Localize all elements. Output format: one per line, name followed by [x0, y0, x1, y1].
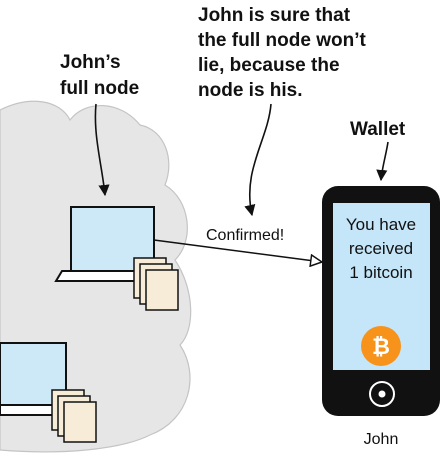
note-line3: lie, because the: [198, 55, 340, 76]
note-pointer-arrow: [244, 103, 272, 217]
bitcoin-symbol: ₿: [372, 335, 390, 360]
document-stack-icon: [51, 389, 97, 443]
full-node-pointer-arrow: [94, 103, 110, 197]
confirmed-label: Confirmed!: [206, 227, 284, 244]
note-line4: node is his.: [198, 80, 303, 101]
phone-message-line3: 1 bitcoin: [349, 263, 412, 282]
home-button[interactable]: [369, 381, 395, 407]
full-node-label-line1: John’s: [60, 52, 121, 73]
phone-message-line2: received: [349, 239, 413, 258]
wallet-label: Wallet: [350, 119, 406, 140]
phone-message-line1: You have: [346, 215, 416, 234]
document-stack-icon: [133, 257, 179, 311]
note-line1: John is sure that: [198, 5, 351, 26]
confirmed-arrow: [153, 239, 322, 262]
note-line2: the full node won’t: [198, 30, 366, 51]
wallet-pointer-arrow: [376, 141, 389, 182]
bitcoin-icon: ₿: [361, 326, 401, 366]
full-node-label-line2: full node: [60, 78, 139, 99]
owner-label: John: [364, 431, 399, 448]
